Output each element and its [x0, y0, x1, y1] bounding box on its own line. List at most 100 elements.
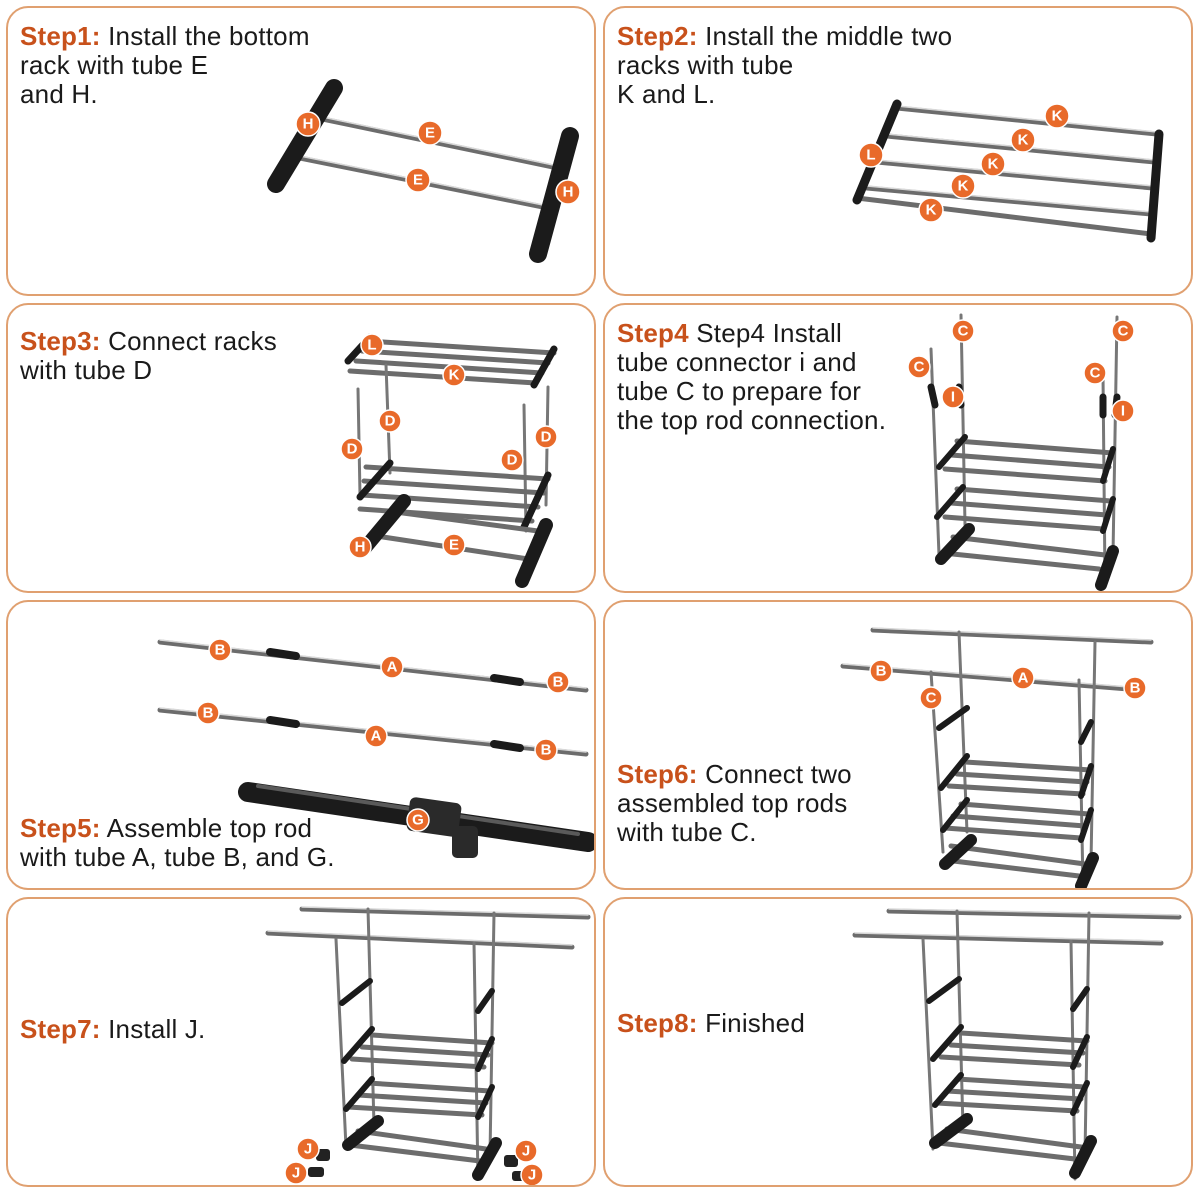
step7-text-line1: Install J.	[108, 1014, 206, 1044]
label-K-1: K	[1044, 103, 1070, 129]
step3-text-line1: Connect racks	[108, 326, 277, 356]
label-B-4: B	[534, 738, 558, 762]
step4-text-line3: tube C to prepare for	[617, 376, 862, 406]
svg-text:I: I	[951, 389, 955, 406]
label-E-1: E	[417, 120, 443, 146]
panel-step-6: B A B C Step6: Connect two assembled top…	[603, 600, 1193, 890]
step1-illustration: H E E H	[267, 79, 581, 263]
label-J-2: J	[284, 1161, 308, 1185]
svg-text:K: K	[1052, 108, 1063, 125]
step3-text-line2: with tube D	[20, 355, 153, 385]
label-I-2: I	[1111, 399, 1135, 423]
svg-text:E: E	[425, 125, 435, 142]
svg-text:B: B	[553, 674, 564, 691]
panel-step-5: B A B B A B G Step5: Assemble top rod wi…	[6, 600, 596, 890]
svg-text:D: D	[385, 413, 396, 430]
svg-text:C: C	[1090, 365, 1101, 382]
svg-text:B: B	[1130, 680, 1141, 697]
svg-text:L: L	[866, 147, 875, 164]
label-D-1: D	[378, 409, 402, 433]
svg-text:A: A	[387, 659, 398, 676]
svg-text:K: K	[958, 178, 969, 195]
svg-text:D: D	[347, 441, 358, 458]
step1-text-line1: Install the bottom	[108, 21, 310, 51]
svg-text:J: J	[528, 1167, 536, 1184]
label-J-1: J	[296, 1137, 320, 1161]
step5-title: Step5:	[20, 813, 101, 843]
step3-title: Step3:	[20, 326, 101, 356]
svg-text:H: H	[563, 184, 574, 201]
label-B-6: B	[1123, 676, 1147, 700]
step5-text-line2: with tube A, tube B, and G.	[20, 842, 335, 872]
label-J-4: J	[520, 1163, 544, 1185]
svg-text:D: D	[507, 452, 518, 469]
label-A-2: A	[364, 724, 388, 748]
label-H-1: H	[295, 111, 321, 137]
step8-caption: Step8: Finished	[617, 1009, 805, 1038]
svg-text:J: J	[304, 1141, 312, 1158]
svg-text:G: G	[412, 812, 424, 829]
svg-text:A: A	[371, 728, 382, 745]
label-K-5: K	[918, 197, 944, 223]
label-G-1: G	[406, 808, 430, 832]
label-K-6: K	[442, 363, 466, 387]
label-D-4: D	[534, 425, 558, 449]
panel-step-8: Step8: Finished	[603, 897, 1193, 1187]
label-B-2: B	[546, 670, 570, 694]
svg-text:C: C	[926, 690, 937, 707]
label-H-3: H	[348, 535, 372, 559]
label-B-3: B	[196, 701, 220, 725]
step6-text-line1: Connect two	[705, 759, 852, 789]
panel-step-1: H E E H Step1: Install the bottom rack w…	[6, 6, 596, 296]
label-L-2: L	[360, 333, 384, 357]
step6-caption: Step6: Connect two assembled top rods wi…	[617, 760, 852, 847]
panel-step-2: K K K K K L Step2: Install the middle tw…	[603, 6, 1193, 296]
panel-step-4: C C C C I I Step4 Step4 Install tube con…	[603, 303, 1193, 593]
svg-text:K: K	[926, 202, 937, 219]
label-K-3: K	[980, 151, 1006, 177]
svg-text:L: L	[367, 337, 376, 354]
svg-text:B: B	[215, 642, 226, 659]
label-C-1: C	[951, 319, 975, 343]
label-C-4: C	[1083, 361, 1107, 385]
step6-text-line3: with tube C.	[617, 817, 757, 847]
step4-caption: Step4 Step4 Install tube connector i and…	[617, 319, 886, 435]
panel-step-7: J J J J Step7: Install J.	[6, 897, 596, 1187]
step6-title: Step6:	[617, 759, 698, 789]
label-E-2: E	[405, 167, 431, 193]
label-C-2: C	[1111, 319, 1135, 343]
svg-text:C: C	[914, 359, 925, 376]
label-B-5: B	[869, 659, 893, 683]
label-J-3: J	[514, 1139, 538, 1163]
label-I-1: I	[941, 385, 965, 409]
label-E-3: E	[442, 533, 466, 557]
label-B-1: B	[208, 638, 232, 662]
svg-text:J: J	[522, 1143, 530, 1160]
label-A-1: A	[380, 655, 404, 679]
step4-text-line4: the top rod connection.	[617, 405, 887, 435]
step2-illustration: K K K K K L	[852, 99, 1164, 243]
label-D-3: D	[500, 448, 524, 472]
step2-title: Step2:	[617, 21, 698, 51]
step2-text-line3: K and L.	[617, 79, 716, 109]
svg-text:J: J	[292, 1165, 300, 1182]
svg-text:B: B	[876, 663, 887, 680]
svg-text:I: I	[1121, 403, 1125, 420]
step6-illustration: B A B C	[840, 627, 1154, 888]
svg-text:K: K	[988, 156, 999, 173]
step4-text-line2: tube connector i and	[617, 347, 857, 377]
step8-illustration	[852, 908, 1182, 1181]
step2-caption: Step2: Install the middle two racks with…	[617, 22, 952, 109]
step5-text-line1: Assemble top rod	[106, 813, 313, 843]
step2-text-line1: Install the middle two	[705, 21, 953, 51]
label-K-4: K	[950, 173, 976, 199]
step7-illustration: J J J J	[265, 906, 591, 1185]
step6-text-line2: assembled top rods	[617, 788, 848, 818]
label-C-3: C	[907, 355, 931, 379]
panel-step-3: L K D D D D H E Step3: Connect racks wit…	[6, 303, 596, 593]
step1-title: Step1:	[20, 21, 101, 51]
step8-text-line1: Finished	[705, 1008, 805, 1038]
step3-illustration: L K D D D D H E	[340, 333, 558, 588]
step4-text-line1: Step4 Install	[696, 318, 842, 348]
svg-text:C: C	[958, 323, 969, 340]
